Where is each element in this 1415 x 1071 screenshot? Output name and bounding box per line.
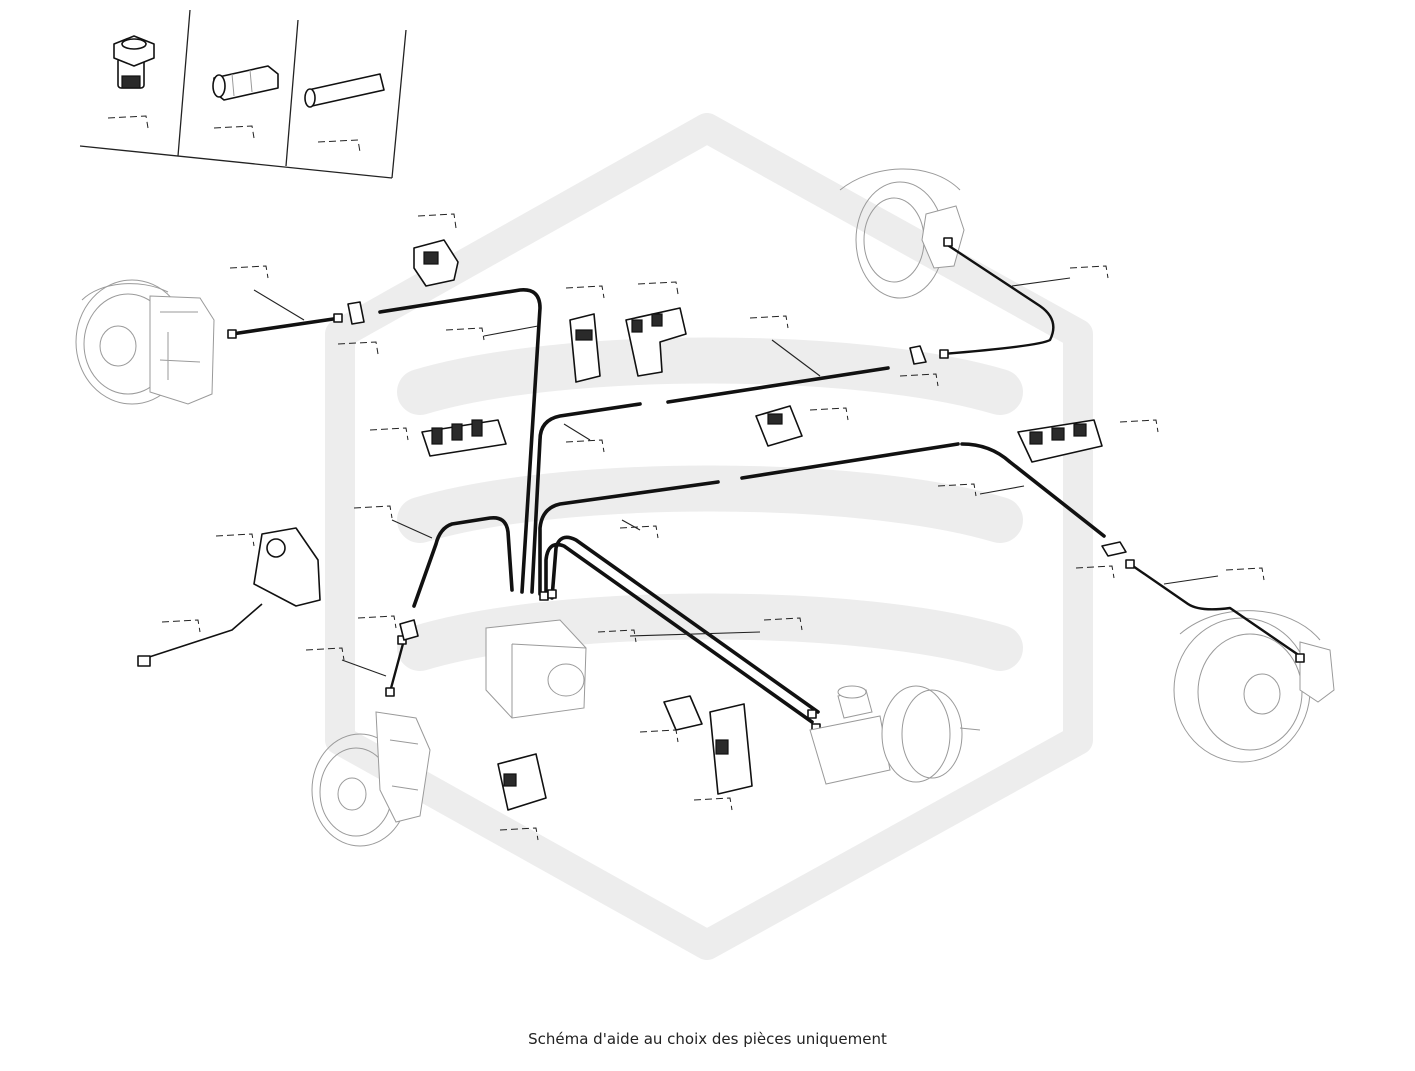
pipe-sleeve-icon[interactable]: [304, 73, 385, 108]
pipe-clip-block-top[interactable]: [413, 239, 459, 287]
small-parts-inset: [79, 9, 407, 179]
brake-booster-icon[interactable]: [881, 685, 981, 783]
part-callouts: [161, 213, 1265, 841]
union-nut-icon[interactable]: [113, 35, 155, 89]
pipe-clip-block-lower-c[interactable]: [497, 753, 547, 811]
diagram-caption: Schéma d'aide au choix des pièces unique…: [528, 1030, 887, 1048]
leader-lines: [253, 277, 1219, 677]
pipe-clip-block-tall-a[interactable]: [569, 313, 601, 383]
abs-unit-icon[interactable]: [485, 619, 587, 719]
pipe-clip-block-lower-b[interactable]: [709, 703, 753, 795]
pipe-fittings: [227, 237, 1305, 733]
brake-pipe-network: [230, 242, 1302, 724]
master-cylinder-icon[interactable]: [809, 685, 891, 785]
hex-coupler-icon[interactable]: [212, 65, 279, 101]
wheel-speed-sensor-icon[interactable]: [137, 527, 321, 667]
pipe-clip-block-tall-b[interactable]: [625, 307, 687, 377]
pipe-clip-block-quad[interactable]: [421, 419, 507, 457]
brake-caliper-icon: [149, 205, 1335, 823]
pipe-clip-block-lower-a[interactable]: [663, 695, 703, 731]
pipe-clip-block-wide[interactable]: [1017, 419, 1103, 463]
pipe-clip-icon[interactable]: [347, 301, 1127, 641]
pipe-clip-block-square[interactable]: [755, 405, 803, 447]
